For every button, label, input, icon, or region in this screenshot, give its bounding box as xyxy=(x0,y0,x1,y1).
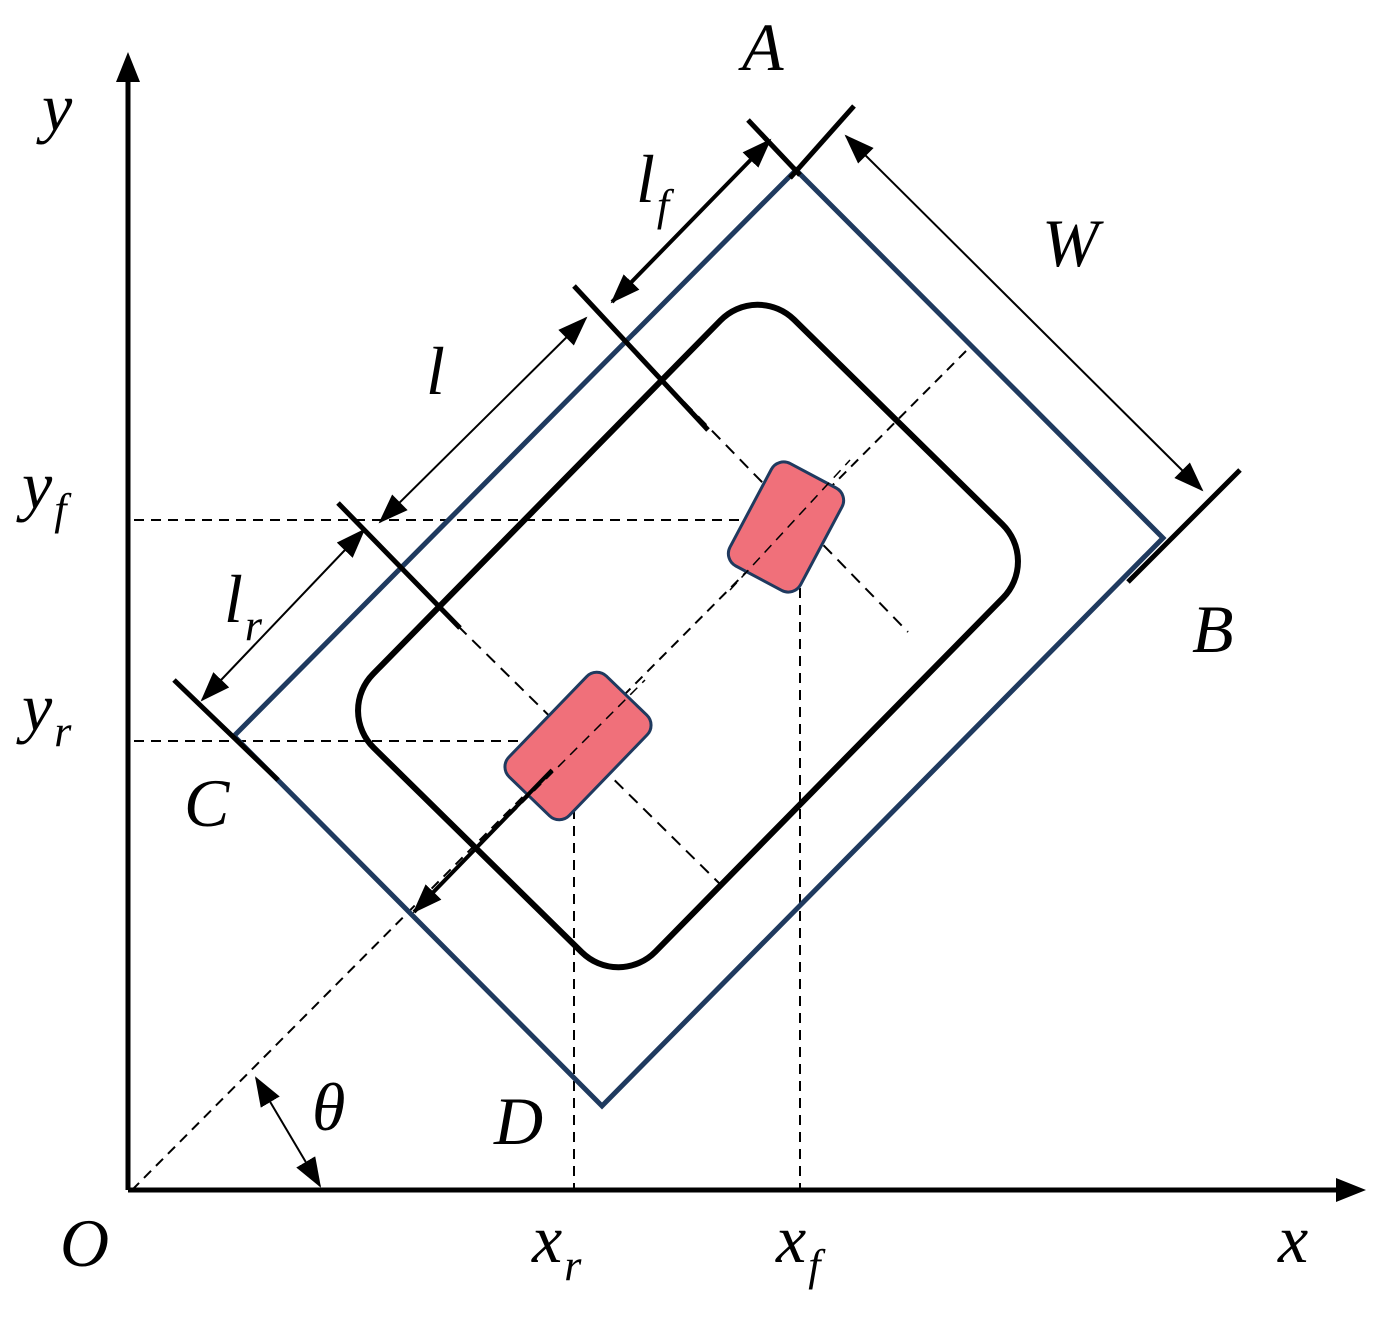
corner-c-label: C xyxy=(184,765,230,841)
y-rear-label: yr xyxy=(16,669,72,756)
tick-a-w xyxy=(788,104,856,180)
x-rear-label: xr xyxy=(531,1201,582,1290)
x-front-sub: f xyxy=(808,1241,826,1290)
tick-front-axle xyxy=(572,284,710,432)
rear-wheel-centerline xyxy=(509,679,646,816)
x-front-main: x xyxy=(775,1201,806,1277)
corner-a-label: A xyxy=(738,9,784,85)
front-length-label: lf xyxy=(636,141,675,230)
l-dimension-arrow xyxy=(378,316,588,524)
front-length-main: l xyxy=(636,141,655,217)
theta-arrow xyxy=(254,1076,322,1188)
width-label: W xyxy=(1042,205,1104,281)
y-front-label: yf xyxy=(16,447,72,534)
y-rear-main: y xyxy=(16,669,53,745)
tick-rear-axle xyxy=(336,501,462,630)
x-front-label: xf xyxy=(775,1201,826,1290)
tick-rear-c xyxy=(172,678,280,782)
front-length-sub: f xyxy=(657,181,675,230)
rear-length-label: lr xyxy=(224,561,263,650)
y-axis-arrowhead xyxy=(116,52,140,82)
x-axis-label: x xyxy=(1277,1201,1308,1277)
corner-d-label: D xyxy=(493,1083,543,1159)
corner-b-label: B xyxy=(1192,591,1234,667)
x-axis-arrowhead xyxy=(1336,1178,1366,1202)
theta-label: θ xyxy=(312,1069,345,1145)
y-front-sub: f xyxy=(54,485,72,534)
rear-length-sub: r xyxy=(245,601,263,650)
w-dimension-arrow xyxy=(844,134,1204,492)
y-front-main: y xyxy=(16,447,53,523)
x-rear-main: x xyxy=(531,1201,562,1277)
y-axis-label: y xyxy=(36,69,73,145)
wheelbase-label: l xyxy=(426,333,445,409)
front-wheel-centerline xyxy=(729,459,851,591)
vehicle-bounding-box xyxy=(230,166,1167,1110)
rear-direction-arrow xyxy=(412,768,554,914)
lf-dimension-arrow xyxy=(610,138,772,304)
lr-dimension-arrow xyxy=(200,528,366,702)
y-rear-sub: r xyxy=(54,707,72,756)
tick-b-w xyxy=(1126,468,1242,584)
tick-front-a xyxy=(746,118,802,177)
origin-label: O xyxy=(60,1205,109,1281)
x-rear-sub: r xyxy=(564,1241,582,1290)
rear-length-main: l xyxy=(224,561,243,637)
